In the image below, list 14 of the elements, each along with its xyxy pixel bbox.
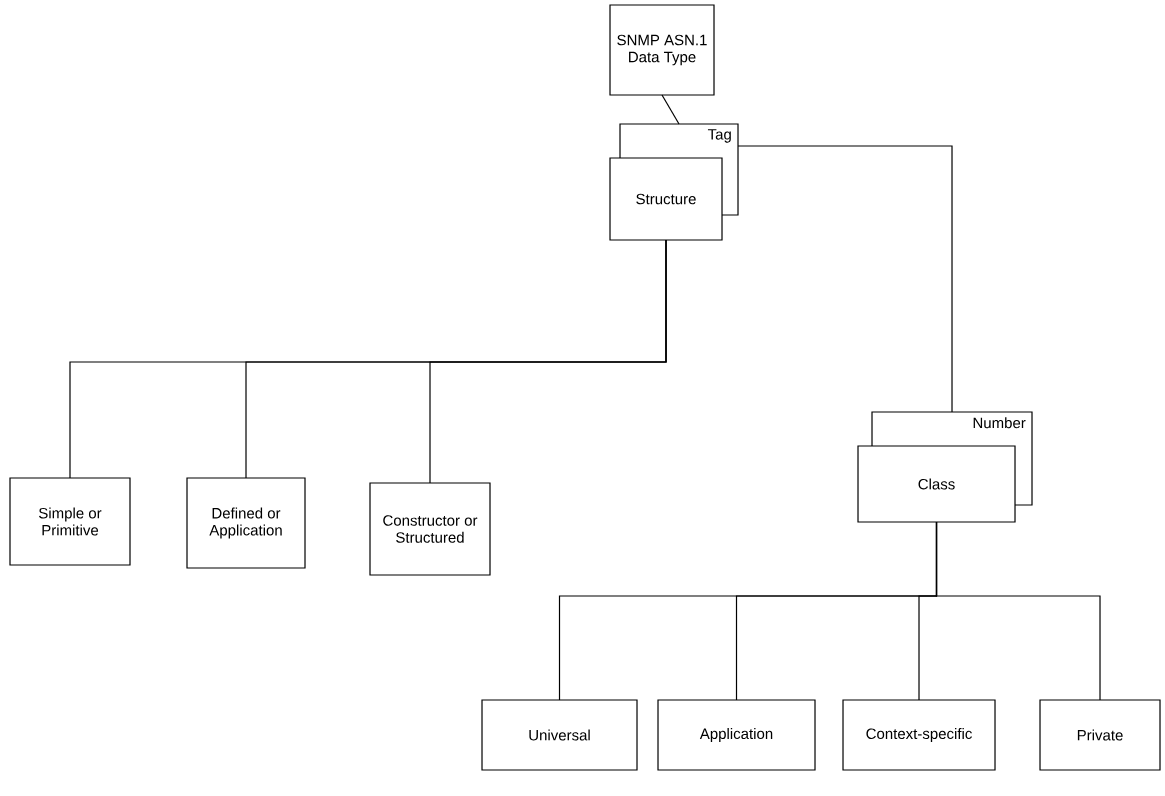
- type-box: Simple or Primitive: [9, 477, 131, 566]
- class-box: Context-specific: [842, 699, 996, 771]
- class-box: Class: [857, 445, 1016, 523]
- connector: [737, 145, 953, 413]
- connector: [429, 239, 667, 484]
- connector: [661, 94, 680, 125]
- structure-box: Structure: [609, 157, 723, 241]
- class-box: Application: [657, 699, 816, 771]
- type-box: SNMP ASN.1 Data Type: [609, 4, 715, 96]
- connector: [935, 521, 1101, 701]
- class-box: Universal: [481, 699, 638, 771]
- type-box: Constructor or Structured: [369, 482, 491, 576]
- class-box: Private: [1039, 699, 1161, 771]
- type-box: Defined or Application: [186, 477, 306, 569]
